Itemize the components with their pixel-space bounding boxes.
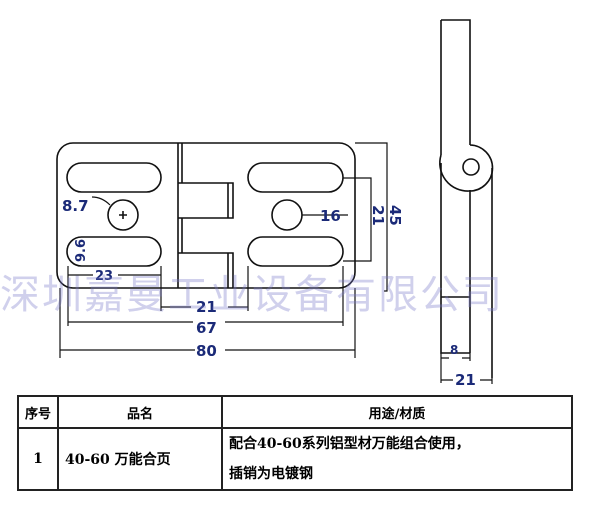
dim-23: 23 — [95, 269, 113, 284]
cell-name: 40-60 万能合页 — [57, 427, 223, 491]
table-header-row: 序号 品名 用途/材质 — [17, 395, 573, 429]
slot — [66, 236, 162, 267]
hole — [271, 199, 303, 231]
dim-9-6: 9.6 — [74, 239, 89, 262]
usage-line-2: 插销为电镀钢 — [229, 466, 313, 482]
hole — [107, 199, 139, 231]
dim-16: 16 — [320, 207, 341, 225]
side-dim-8: 8 — [450, 343, 458, 357]
slot — [247, 162, 344, 193]
hinge-knuckles — [177, 143, 234, 288]
dim-80: 80 — [196, 342, 217, 360]
dim-21-vertical: 21 — [369, 205, 387, 226]
dim-8-7: 8.7 — [62, 197, 89, 215]
dim-67: 67 — [196, 319, 217, 337]
dim-45: 45 — [386, 205, 404, 226]
spec-table: 序号 品名 用途/材质 1 40-60 万能合页 配合40-60系列铝型材万能组… — [17, 395, 573, 491]
header-name: 品名 — [57, 395, 223, 429]
side-dim-21: 21 — [455, 371, 476, 389]
cell-no: 1 — [17, 427, 59, 491]
dim-21-gap: 21 — [196, 298, 217, 316]
side-view: 8 21 — [439, 19, 494, 389]
watermark: 深圳嘉曼工业设备有限公司 — [0, 272, 504, 318]
header-no: 序号 — [17, 395, 59, 429]
header-usage: 用途/材质 — [221, 395, 573, 429]
slot — [247, 236, 344, 267]
front-view: 8.7 9.6 23 21 67 80 16 21 45 — [56, 142, 404, 360]
usage-line-1: 配合40-60系列铝型材万能组合使用， — [229, 436, 470, 452]
slot — [66, 162, 162, 193]
table-row: 1 40-60 万能合页 配合40-60系列铝型材万能组合使用， 插销为电镀钢 — [17, 427, 573, 491]
plate-outline — [56, 142, 356, 289]
cell-usage: 配合40-60系列铝型材万能组合使用， 插销为电镀钢 — [221, 427, 573, 491]
